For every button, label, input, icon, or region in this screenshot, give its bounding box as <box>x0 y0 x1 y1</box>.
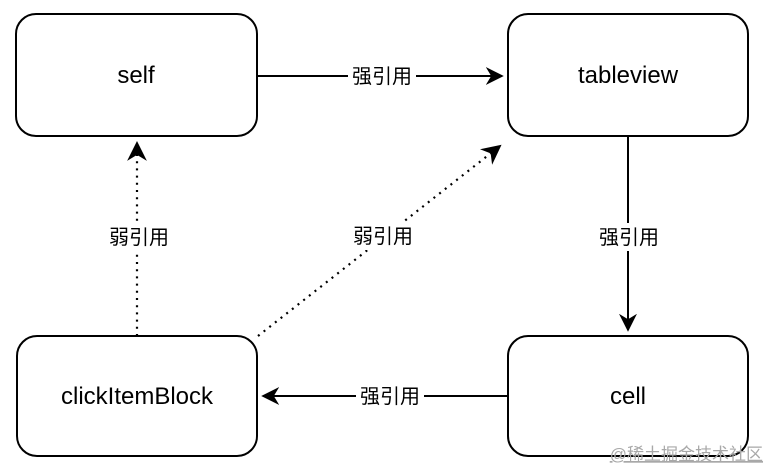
edge-label-bg <box>348 62 416 90</box>
edge-label-strong-ref-top: 强引用 <box>352 65 412 88</box>
watermark-text: @稀土掘金技术社区 <box>610 445 763 464</box>
edge-label-bg <box>348 222 418 250</box>
edge-label-bg <box>356 382 424 410</box>
edge-label-weak-ref-diagonal: 弱引用 <box>353 225 413 248</box>
edge-label-bg <box>104 223 174 251</box>
node-label-self: self <box>117 62 155 89</box>
node-label-clickitemblock: clickItemBlock <box>61 383 214 410</box>
edge-label-strong-ref-bottom: 强引用 <box>360 385 420 408</box>
edge-clickitemblock-to-tableview <box>257 144 502 337</box>
edge-label-bg <box>595 223 663 251</box>
edge-label-strong-ref-right: 强引用 <box>599 226 659 249</box>
node-label-cell: cell <box>610 383 646 410</box>
node-label-tableview: tableview <box>578 62 679 89</box>
edge-label-weak-ref-left: 弱引用 <box>109 226 169 249</box>
